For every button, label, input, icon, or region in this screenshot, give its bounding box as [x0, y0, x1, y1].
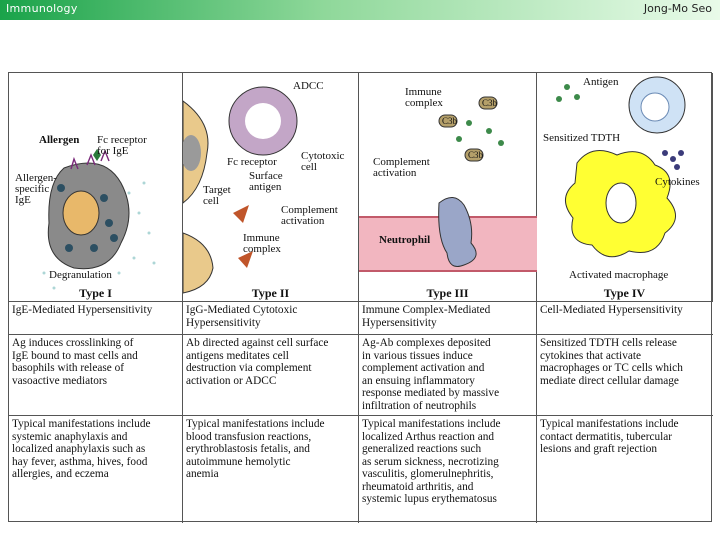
surface-antigen-label: Surface antigen — [249, 171, 283, 193]
table-cell: Typical manifestations include contact d… — [537, 416, 713, 523]
target-cell-label: Target cell — [203, 185, 231, 207]
course-title: Immunology — [6, 2, 78, 15]
table-cell: Immune Complex-Mediated Hypersensitivity — [359, 302, 537, 334]
panel-type-3: Immune complex C3b C3b C3b Complement ac… — [359, 73, 537, 301]
panel-type-1: Allergen Fc receptor for IgE Allergen- s… — [9, 73, 183, 301]
adcc-label: ADCC — [293, 81, 324, 92]
table-cell: Typical manifestations include blood tra… — [183, 416, 359, 523]
table-cell: Cell-Mediated Hypersensitivity — [537, 302, 713, 334]
table-cell: Sensitized TDTH cells release cytokines … — [537, 335, 713, 415]
type2-title: Type II — [183, 286, 358, 301]
fc-receptor-ige-label: Fc receptor for IgE — [97, 135, 147, 157]
complement-activation-label: Complement activation — [281, 205, 338, 227]
allergen-specific-ige-label: Allergen- specific IgE — [15, 173, 57, 206]
table-row-names: IgE-Mediated Hypersensitivity IgG-Mediat… — [9, 302, 713, 335]
immune-complex-label: Immune complex — [243, 233, 281, 255]
immune-complex-label: Immune complex — [405, 87, 443, 109]
c3b-label-1: C3b — [482, 98, 497, 109]
neutrophil-label: Neutrophil — [379, 235, 430, 246]
activated-macrophage-label: Activated macrophage — [569, 270, 668, 281]
degranulation-label: Degranulation — [49, 270, 112, 281]
table-row-manifestations: Typical manifestations include systemic … — [9, 416, 713, 523]
type1-title: Type I — [9, 286, 182, 301]
c3b-label-2: C3b — [442, 116, 457, 127]
complement-activation-label: Complement activation — [373, 157, 430, 179]
fc-receptor-label: Fc receptor — [227, 157, 277, 168]
antigen-label: Antigen — [583, 77, 618, 88]
panel-type-4: Antigen Sensitized TDTH Cytokines Activa… — [537, 73, 713, 301]
cytotoxic-cell-label: Cytotoxic cell — [301, 151, 344, 173]
table-cell: Typical manifestations include systemic … — [9, 416, 183, 523]
hypersensitivity-table: IgE-Mediated Hypersensitivity IgG-Mediat… — [9, 301, 713, 523]
table-cell: Ag induces crosslinking of IgE bound to … — [9, 335, 183, 415]
cytokines-label: Cytokines — [655, 177, 700, 188]
table-cell: IgG-Mediated Cytotoxic Hypersensitivity — [183, 302, 359, 334]
table-cell: Ab directed against cell surface antigen… — [183, 335, 359, 415]
type3-title: Type III — [359, 286, 536, 301]
panel-type-2: ADCC Cytotoxic cell Fc receptor Surface … — [183, 73, 359, 301]
table-row-mechanisms: Ag induces crosslinking of IgE bound to … — [9, 335, 713, 416]
table-cell: Typical manifestations include localized… — [359, 416, 537, 523]
author-name: Jong-Mo Seo — [644, 2, 712, 15]
type4-title: Type IV — [537, 286, 712, 301]
sensitized-tdth-label: Sensitized TDTH — [543, 133, 620, 144]
hypersensitivity-figure: Allergen Fc receptor for IgE Allergen- s… — [8, 72, 712, 522]
header-bar: Immunology Jong-Mo Seo — [0, 0, 720, 20]
table-cell: Ag-Ab complexes deposited in various tis… — [359, 335, 537, 415]
type3-illustration — [359, 73, 537, 301]
c3b-label-3: C3b — [468, 150, 483, 161]
allergen-label: Allergen — [39, 135, 79, 146]
table-cell: IgE-Mediated Hypersensitivity — [9, 302, 183, 334]
